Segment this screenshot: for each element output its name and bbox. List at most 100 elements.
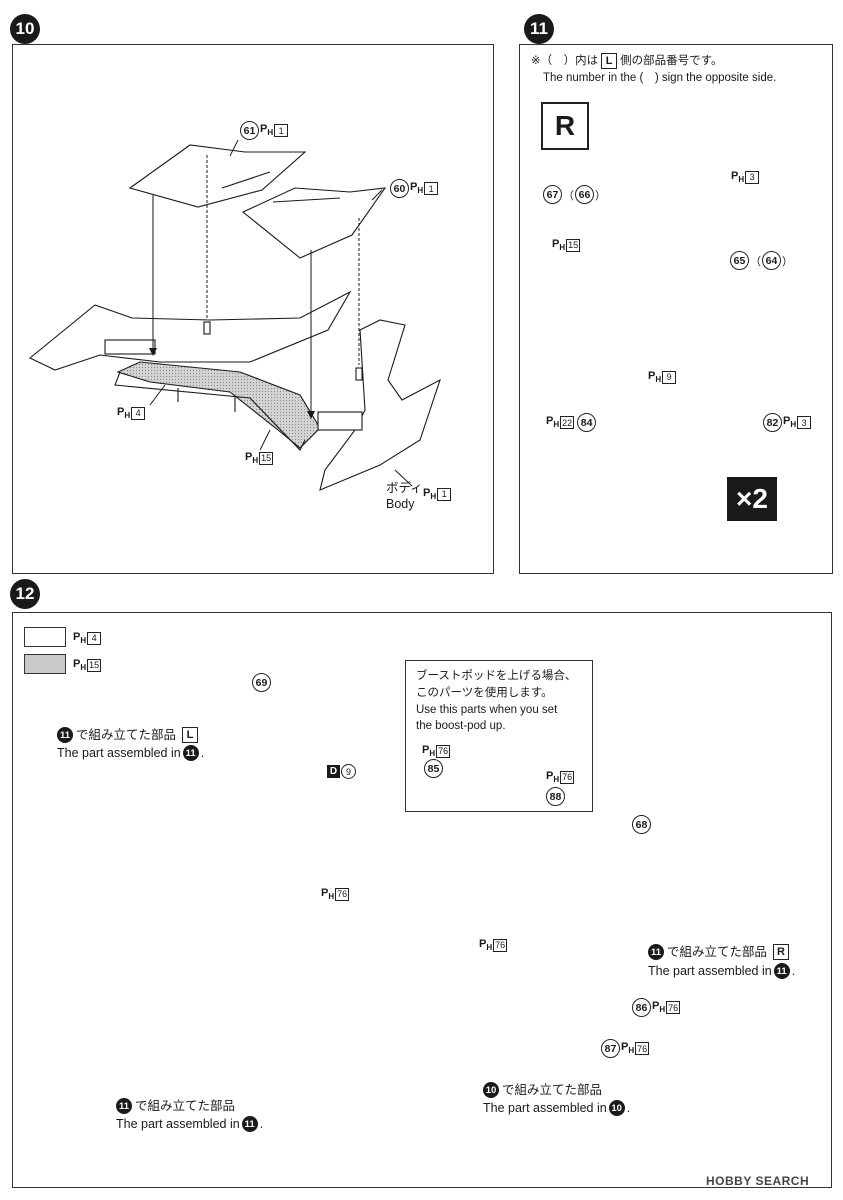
- part-number-64: 64: [762, 251, 781, 270]
- part-number-65: 65: [730, 251, 749, 270]
- runner-ref: 76: [666, 1001, 681, 1014]
- ph-label: PH: [546, 415, 560, 430]
- step-12-badge: 12: [10, 579, 40, 609]
- asm-10-en: The part assembled in 10 .: [483, 1100, 631, 1116]
- label-part-87: 87 PH 76: [601, 1039, 650, 1058]
- boost-pod-callout: [405, 660, 593, 812]
- ph-label: PH: [410, 181, 424, 196]
- wing-61-shape: [128, 144, 307, 208]
- ph-label: PH: [423, 487, 437, 502]
- label-part-67-66: 67 （ 66 ）: [543, 185, 606, 204]
- ph-label: PH: [546, 770, 560, 785]
- legend-shaded-label: PH 15: [73, 658, 102, 673]
- part-number-69: 69: [252, 673, 271, 692]
- step-11-ref-badge: 11: [116, 1098, 132, 1114]
- step-11-panel: [519, 44, 833, 574]
- runner-ref: 3: [745, 170, 760, 184]
- step-10-ref-badge: 10: [608, 1100, 625, 1116]
- side-R-box: R: [773, 944, 790, 960]
- label-part-84: PH 22 84: [546, 413, 597, 432]
- label-part-65-64: 65 （ 64 ）: [730, 251, 793, 270]
- step-10-ref-badge: 10: [483, 1082, 499, 1098]
- part-number-87: 87: [601, 1039, 620, 1058]
- runner-ref: 15: [566, 238, 581, 252]
- step-11-ref-badge: 11: [241, 1116, 258, 1132]
- callout-en-1: Use this parts when you set: [416, 704, 558, 716]
- runner-ref: 76: [560, 770, 575, 784]
- label-ph15: PH 15: [245, 451, 274, 466]
- asm-R-jp: 11 で組み立てた部品 R: [648, 944, 790, 960]
- ph-label: PH: [621, 1041, 635, 1056]
- part-number-86: 86: [632, 998, 651, 1017]
- step-11-ref-badge: 11: [182, 745, 199, 761]
- side-L-box: L: [601, 53, 618, 69]
- side-L-box: L: [182, 727, 199, 743]
- asm-L-jp: 11 で組み立てた部品 L: [57, 727, 199, 743]
- label-part-82: 82 PH 3: [763, 413, 812, 432]
- asm-11-jp: 11 で組み立てた部品: [116, 1098, 235, 1114]
- legend-swatch-shaded: [24, 654, 66, 674]
- asm-10-jp: 10 で組み立てた部品: [483, 1082, 602, 1098]
- runner-ref: 4: [131, 406, 146, 420]
- asm-11-en: The part assembled in 11 .: [116, 1116, 264, 1132]
- runner-ref: 76: [493, 938, 508, 952]
- ph-label: PH: [783, 415, 797, 430]
- d-label-box: D: [327, 765, 340, 778]
- runner-ref: 4: [87, 631, 102, 645]
- part-number-d9: 9: [341, 764, 356, 779]
- step-11-ref-badge: 11: [773, 963, 790, 979]
- label-ph3-top: PH 3: [731, 170, 760, 185]
- callout-en-2: the boost-pod up.: [416, 720, 506, 732]
- runner-ref: 15: [259, 451, 274, 465]
- step-11-ref-badge: 11: [57, 727, 73, 743]
- part-number-85: 85: [424, 759, 443, 778]
- label-d9: D 9: [327, 764, 356, 779]
- part-number-84: 84: [577, 413, 597, 432]
- label-ph76-body-b: PH 76: [479, 938, 508, 953]
- times-two-badge: ×2: [727, 477, 777, 521]
- legend-plain-label: PH 4: [73, 631, 102, 646]
- asm-R-en: The part assembled in 11 .: [648, 963, 796, 979]
- ph-label: PH: [73, 631, 87, 646]
- runner-ref: 15: [87, 658, 102, 672]
- opposite-side-note-en: The number in the ( ) sign the opposite …: [543, 72, 777, 84]
- label-ph4: PH 4: [117, 406, 146, 421]
- opposite-side-note-jp: ※（ ）内は L 側の部品番号です。: [531, 53, 723, 69]
- label-part-60: 60 PH 1: [390, 179, 439, 198]
- label-ph76-callout-a: PH 76: [422, 744, 451, 759]
- part-number-66: 66: [575, 185, 594, 204]
- label-part-69: 69: [252, 673, 271, 692]
- label-part-68: 68: [632, 815, 651, 834]
- ph-label: PH: [321, 887, 335, 902]
- callout-jp-2: このパーツを使用します。: [416, 687, 553, 699]
- ph-label: PH: [731, 170, 745, 185]
- label-ph76-body-a: PH 76: [321, 887, 350, 902]
- runner-ref: 1: [437, 487, 452, 501]
- ph-label: PH: [479, 938, 493, 953]
- part-number-61: 61: [240, 121, 259, 140]
- step-11-ref-badge: 11: [648, 944, 664, 960]
- ph-label: PH: [245, 451, 259, 466]
- asm-L-en: The part assembled in 11 .: [57, 745, 205, 761]
- ph-label: PH: [117, 406, 131, 421]
- part-number-82: 82: [763, 413, 782, 432]
- label-part-88: 88: [546, 787, 565, 806]
- ph-label: PH: [422, 744, 436, 759]
- body-label-en: Body: [386, 497, 415, 511]
- label-part-85: 85: [424, 759, 443, 778]
- runner-ref: 3: [797, 416, 812, 429]
- ph-label: PH: [73, 658, 87, 673]
- body-left-wing: [28, 290, 352, 371]
- body-beam: [116, 361, 321, 449]
- label-body-ph1: PH 1: [423, 487, 452, 502]
- part-number-60: 60: [390, 179, 409, 198]
- label-ph15-pod: PH 15: [552, 238, 581, 253]
- runner-ref: 1: [274, 124, 289, 137]
- ph-label: PH: [552, 238, 566, 253]
- body-label-jp: ボディ: [386, 481, 423, 495]
- ph-label: PH: [260, 123, 274, 138]
- label-ph9: PH 9: [648, 370, 677, 384]
- runner-ref: 22: [560, 416, 575, 429]
- runner-ref: 76: [635, 1042, 650, 1055]
- body-right-fin: [319, 319, 441, 491]
